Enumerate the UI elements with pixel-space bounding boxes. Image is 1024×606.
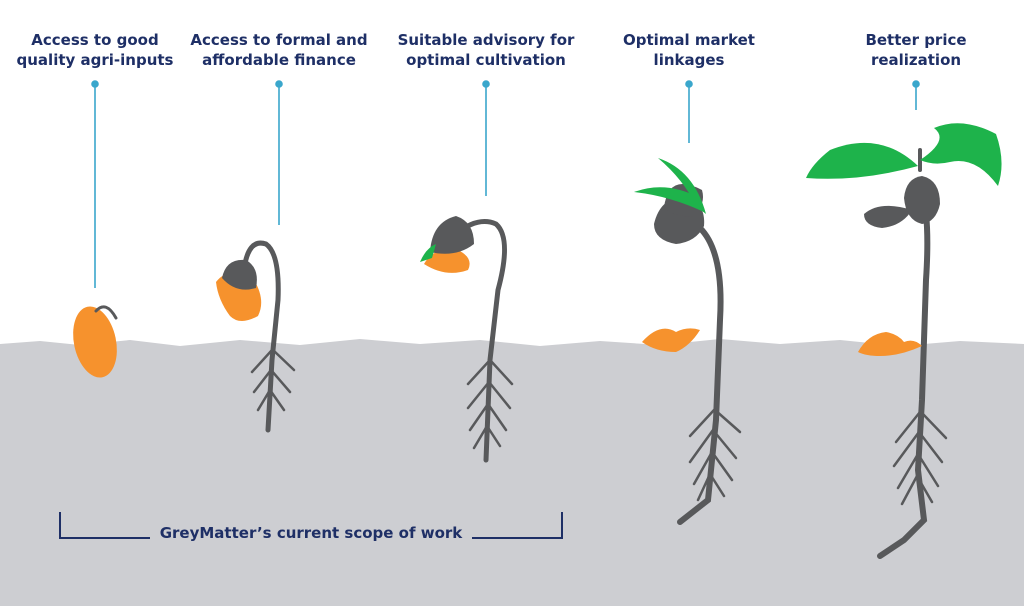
stage-label-line: optimal cultivation <box>406 51 566 69</box>
stage-label-market-linkages: Optimal market linkages <box>594 30 784 70</box>
stage-label-line: linkages <box>653 51 725 69</box>
stage-label-price-realization: Better price realization <box>821 30 1011 70</box>
mature-plant <box>806 123 1002 559</box>
stage-label-line: affordable finance <box>202 51 356 69</box>
sprout-plant <box>216 240 296 433</box>
seedling-plant <box>420 216 514 463</box>
scope-of-work: GreyMatter’s current scope of work <box>60 510 562 542</box>
stage-label-advisory: Suitable advisory for optimal cultivatio… <box>391 30 581 70</box>
stage-label-line: Better price <box>865 31 967 49</box>
stage-label-line: quality agri-inputs <box>16 51 174 69</box>
stage-label-line: Access to good <box>31 31 159 49</box>
scope-bracket <box>59 512 563 539</box>
growing-plant <box>634 158 742 525</box>
scope-label: GreyMatter’s current scope of work <box>153 524 469 542</box>
connectors <box>91 80 920 288</box>
stage-label-line: Optimal market <box>623 31 755 49</box>
stage-label-line: realization <box>870 51 962 69</box>
seed-plant <box>73 305 118 378</box>
stage-label-finance: Access to formal and affordable finance <box>184 30 374 70</box>
stage-label-line: Suitable advisory for <box>397 31 575 49</box>
soil <box>0 339 1024 606</box>
stage-label-line: Access to formal and <box>190 31 368 49</box>
stage-label-agri-inputs: Access to good quality agri-inputs <box>0 30 190 70</box>
